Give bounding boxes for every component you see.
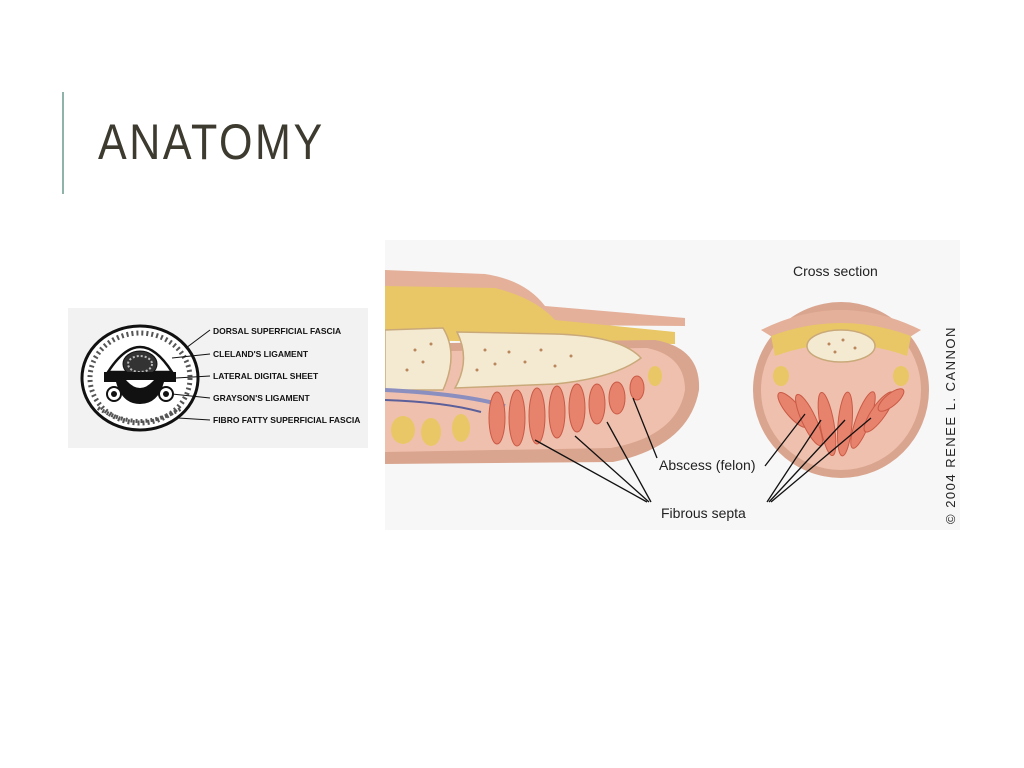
slide-title: ANATOMY — [98, 114, 325, 170]
label-clelands-ligament: CLELAND'S LIGAMENT — [213, 349, 309, 359]
label-dorsal-superficial-fascia: DORSAL SUPERFICIAL FASCIA — [213, 326, 341, 336]
felon-illustration: Cross section — [384, 240, 960, 530]
title-accent-bar — [62, 92, 64, 194]
copyright-credit: © 2004 RENEE L. CANNON — [943, 326, 958, 524]
label-cross-section: Cross section — [793, 263, 878, 279]
label-fibro-fatty-superficial-fascia: FIBRO FATTY SUPERFICIAL FASCIA — [213, 415, 360, 425]
label-fibrous-septa: Fibrous septa — [661, 505, 746, 521]
label-abscess-felon: Abscess (felon) — [659, 457, 755, 473]
label-graysons-ligament: GRAYSON'S LIGAMENT — [213, 393, 310, 403]
label-lateral-digital-sheet: LATERAL DIGITAL SHEET — [213, 371, 319, 381]
finger-cross-section-line-diagram: DORSAL SUPERFICIAL FASCIA CLELAND'S LIGA… — [68, 308, 368, 448]
